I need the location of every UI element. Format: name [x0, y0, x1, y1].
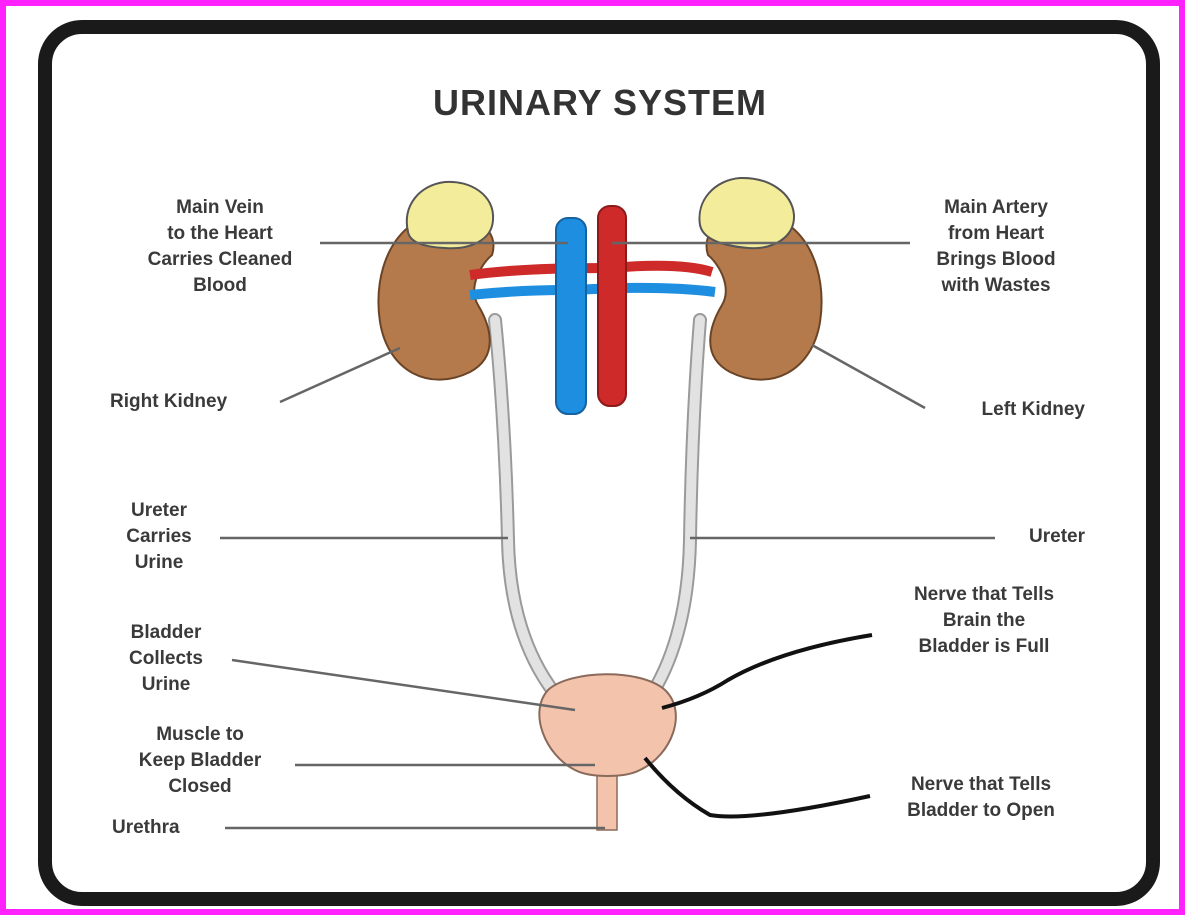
label-nerve-bladder-full: Nerve that Tells Brain the Bladder is Fu…: [875, 582, 1093, 660]
renal-vein-right: [470, 290, 565, 295]
leader-left-kidney: [812, 345, 925, 408]
label-ureter: Ureter: [990, 524, 1085, 550]
left-adrenal-gland: [699, 178, 794, 248]
label-main-artery: Main Artery from Heart Brings Blood with…: [906, 195, 1086, 299]
nerve-full-line: [662, 635, 872, 708]
renal-vein-left: [575, 288, 715, 292]
diagram-title: URINARY SYSTEM: [300, 82, 900, 124]
left-ureter-fill: [495, 320, 560, 700]
leader-right-kidney: [280, 348, 400, 402]
label-muscle-keep-bladder-closed: Muscle to Keep Bladder Closed: [100, 722, 300, 800]
urethra: [597, 770, 617, 830]
label-urethra: Urethra: [112, 815, 232, 841]
label-bladder-collects-urine: Bladder Collects Urine: [100, 620, 232, 698]
label-nerve-bladder-open: Nerve that Tells Bladder to Open: [870, 772, 1092, 824]
right-adrenal-gland: [407, 182, 493, 248]
main-vein: [556, 218, 586, 414]
bladder: [539, 674, 676, 776]
right-ureter-fill: [648, 320, 700, 700]
label-ureter-carries-urine: Ureter Carries Urine: [100, 498, 218, 576]
nerve-open-line: [645, 758, 870, 816]
main-artery: [598, 206, 626, 406]
leader-bladder: [232, 660, 575, 710]
label-left-kidney: Left Kidney: [920, 397, 1085, 423]
label-right-kidney: Right Kidney: [110, 389, 290, 415]
label-main-vein: Main Vein to the Heart Carries Cleaned B…: [120, 195, 320, 299]
